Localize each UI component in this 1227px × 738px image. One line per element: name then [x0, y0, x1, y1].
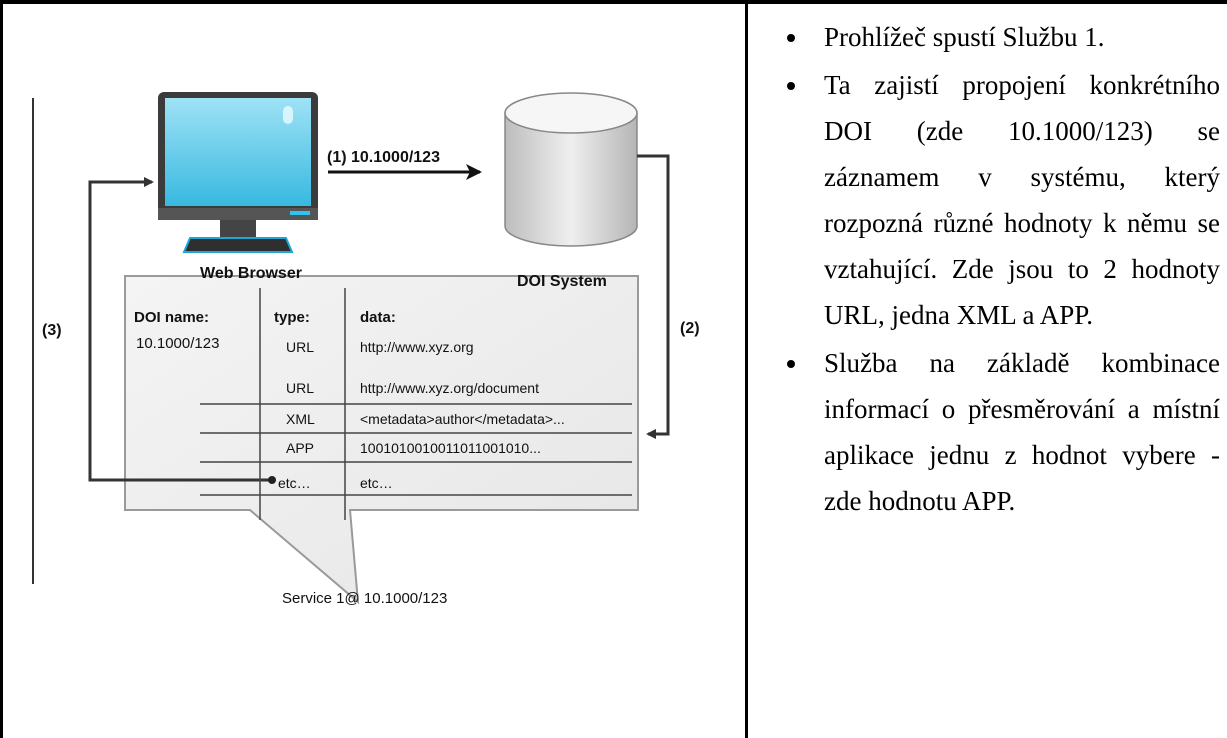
doi-resolution-diagram: Web Browser DOI System (1) 10.1000/123 (… — [20, 30, 720, 720]
service-caption: Service 1@ 10.1000/123 — [282, 590, 447, 607]
row-type: XML — [286, 411, 315, 427]
column-divider — [745, 0, 748, 738]
row-type: URL — [286, 339, 314, 355]
list-item-text: Služba na základě kombinace informací o … — [824, 348, 1220, 516]
row-type: etc… — [278, 475, 311, 491]
page-border-top — [0, 0, 1227, 4]
row-data: etc… — [360, 475, 393, 491]
step3-arrow — [88, 177, 270, 482]
list-item-text: Prohlížeč spustí Službu 1. — [824, 22, 1105, 52]
row-type: URL — [286, 380, 314, 396]
header-type: type: — [274, 309, 310, 326]
row-data: 1001010010011011001010... — [360, 440, 541, 456]
row-data: <metadata>author</metadata>... — [360, 411, 565, 427]
bullet-icon — [787, 82, 795, 90]
app-connector-dot — [268, 476, 276, 484]
doi-system-label: DOI System — [517, 273, 607, 290]
doi-name-value: 10.1000/123 — [136, 335, 219, 352]
row-data: http://www.xyz.org — [360, 339, 474, 355]
bullet-icon — [787, 360, 795, 368]
list-item: Služba na základě kombinace informací o … — [760, 340, 1220, 524]
row-type: APP — [286, 440, 314, 456]
explanation-list: Prohlížeč spustí Službu 1. Ta zajistí pr… — [760, 14, 1220, 526]
row-data: http://www.xyz.org/document — [360, 380, 539, 396]
list-item: Ta zajistí propojení konkrétního DOI (zd… — [760, 62, 1220, 338]
step2-arrow — [637, 154, 670, 439]
header-doi-name: DOI name: — [134, 309, 209, 326]
step1-label: (1) 10.1000/123 — [327, 149, 440, 166]
list-item: Prohlížeč spustí Službu 1. — [760, 14, 1220, 60]
service-bubble — [124, 275, 639, 605]
bullet-icon — [787, 34, 795, 42]
doi-system-icon — [504, 92, 638, 247]
browser-label: Web Browser — [200, 265, 302, 282]
list-item-text: Ta zajistí propojení konkrétního DOI (zd… — [824, 70, 1220, 330]
doi-record-table — [200, 288, 632, 520]
step2-label: (2) — [680, 320, 700, 337]
web-browser-icon — [158, 92, 318, 253]
page-border-left — [0, 0, 3, 738]
step3-label: (3) — [42, 322, 62, 339]
header-data: data: — [360, 309, 396, 326]
